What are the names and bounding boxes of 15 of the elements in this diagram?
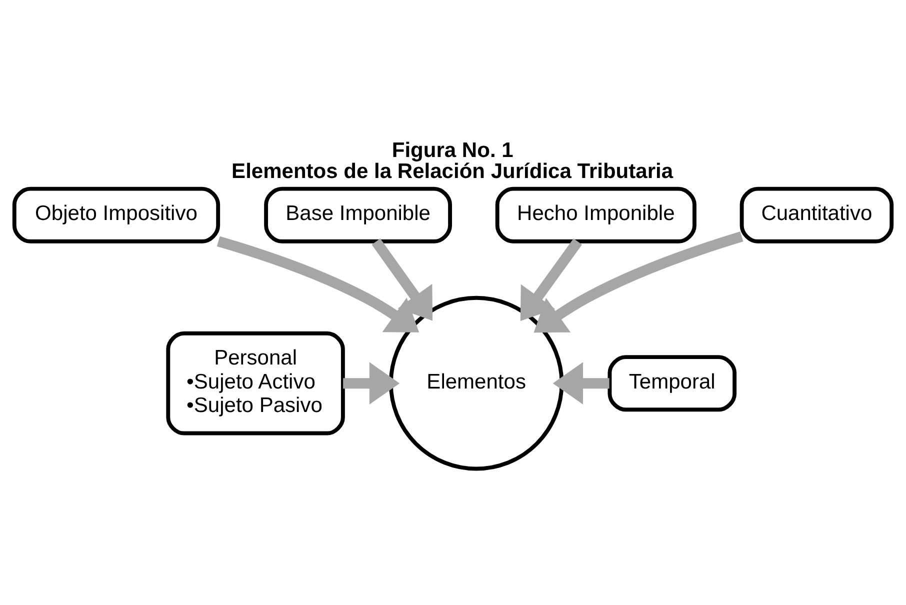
arrow — [216, 236, 420, 332]
node-box: Base Imponible — [264, 186, 452, 244]
arrow — [534, 232, 744, 333]
node-circle: Elementos — [388, 296, 564, 471]
node-box: Temporal — [608, 355, 737, 412]
diagram-title: Figura No. 1 — [392, 139, 514, 162]
arrow — [372, 238, 433, 321]
node-box: Objeto Impositivo — [12, 186, 220, 244]
node-box: Personal •Sujeto Activo •Sujeto Pasivo — [166, 331, 345, 436]
arrow — [343, 362, 400, 404]
arrow — [520, 238, 582, 322]
node-box: Hecho Imponible — [495, 186, 696, 244]
caption: Elementos de la Relación Jurídica Tributaria — [232, 160, 674, 184]
node-box: Cuantitativo — [740, 186, 894, 244]
arrow — [552, 362, 610, 404]
